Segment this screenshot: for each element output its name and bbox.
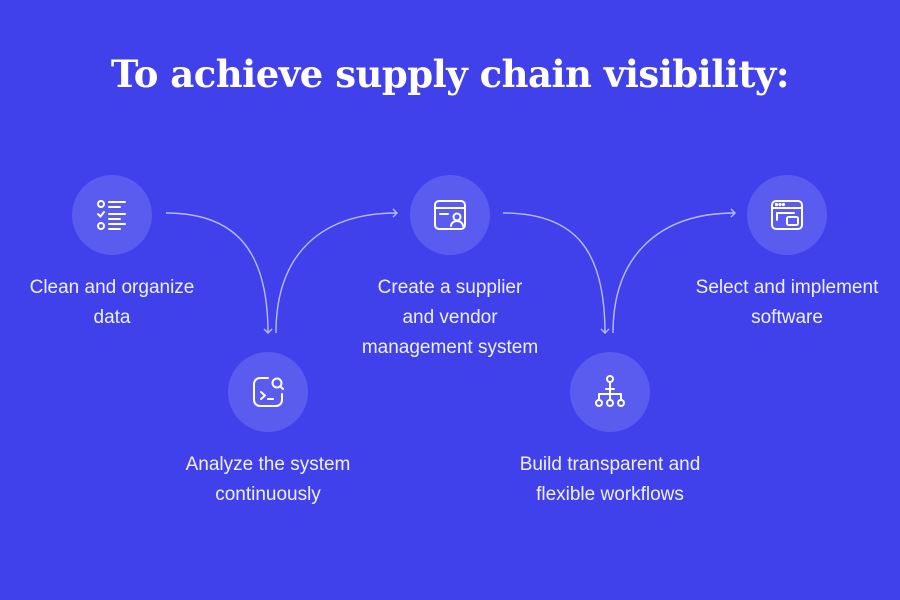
arrow-1-to-2 — [165, 212, 273, 334]
step-1-icon-circle — [72, 175, 152, 255]
browser-window-icon — [771, 200, 803, 230]
page-title: To achieve supply chain visibility: — [110, 52, 790, 96]
step-2-icon-circle — [228, 352, 308, 432]
arrow-2-to-3 — [275, 208, 398, 334]
workflow-tree-icon — [595, 375, 625, 407]
step-5-icon-circle — [747, 175, 827, 255]
checklist-icon — [97, 200, 126, 230]
step-3-icon-circle — [410, 175, 490, 255]
step-4-icon-circle — [570, 352, 650, 432]
arrow-4-to-5 — [612, 208, 736, 334]
search-code-icon — [253, 377, 284, 407]
id-card-icon — [434, 200, 466, 230]
arrow-3-to-4 — [502, 212, 610, 334]
